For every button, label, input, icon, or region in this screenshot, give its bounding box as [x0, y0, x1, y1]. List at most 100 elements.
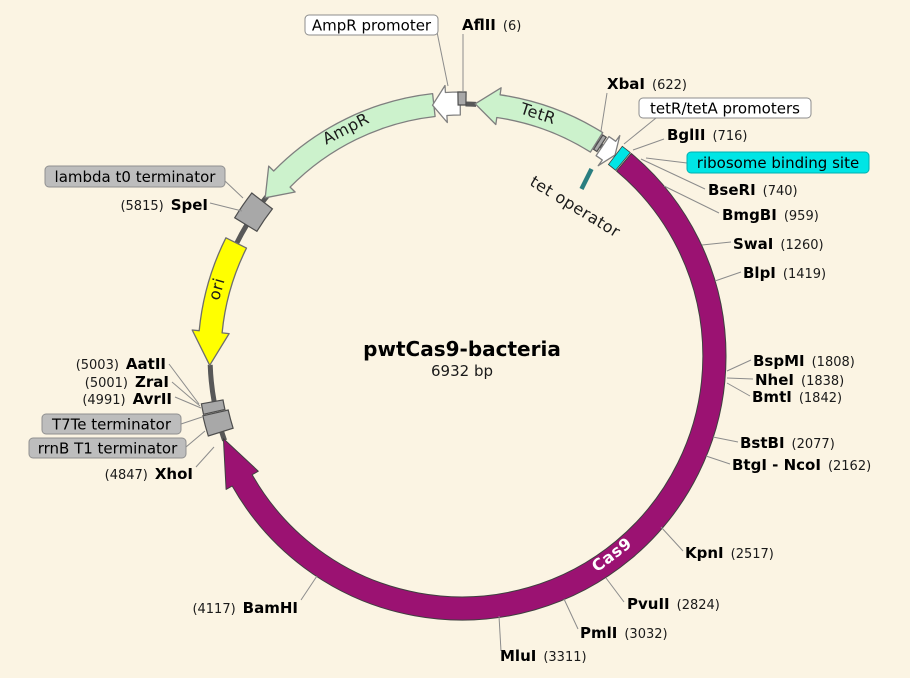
site-BstBI: BstBI(2077)	[712, 434, 835, 452]
feature-arc-tetr-teta-promoters[interactable]	[595, 134, 621, 167]
feature-label-box-rrnb-t1-terminator[interactable]: rrnB T1 terminator	[28, 430, 206, 459]
site-block-aflii[interactable]	[457, 91, 467, 106]
site-AatII: (5003)AatII	[76, 355, 200, 405]
site-label-PmlI[interactable]: PmlI(3032)	[580, 624, 668, 642]
site-callout-line	[195, 446, 215, 468]
site-BlpI: BlpI(1419)	[714, 264, 826, 282]
site-callout-line	[632, 138, 665, 151]
feature-callout-line	[185, 430, 206, 448]
site-label-NheI[interactable]: NheI(1838)	[755, 371, 844, 389]
site-callout-line	[605, 577, 625, 603]
feature-label-background	[41, 413, 182, 435]
feature-label-box-ampr-promoter[interactable]: AmpR promoter	[304, 14, 449, 87]
site-label-KpnI[interactable]: KpnI(2517)	[685, 544, 774, 562]
site-label-BtgI-NcoI[interactable]: BtgI - NcoI(2162)	[732, 456, 871, 474]
site-BmtI: BmtI(1842)	[726, 382, 842, 406]
feature-label-background	[304, 14, 439, 36]
feature-label-box-tetr-teta-promoters[interactable]: tetR/tetA promoters	[623, 97, 812, 145]
site-BamHI: (4117)BamHI	[192, 575, 318, 617]
feature-label-text: rrnB T1 terminator	[38, 440, 178, 458]
feature-block-t7te-terminator[interactable]	[200, 399, 226, 416]
site-MluI: MluI(3311)	[498, 615, 587, 665]
feature-label-text: lambda t0 terminator	[55, 168, 217, 186]
site-callout-line	[498, 615, 502, 652]
site-label-BstBI[interactable]: BstBI(2077)	[740, 434, 835, 452]
feature-tick-tet-operator[interactable]	[579, 167, 594, 191]
site-label-BamHI[interactable]: (4117)BamHI	[192, 599, 298, 617]
site-label-XbaI[interactable]: XbaI(622)	[607, 75, 687, 93]
feature-arc-tetr[interactable]	[474, 87, 604, 153]
site-label-SpeI[interactable]: (5815)SpeI	[120, 196, 208, 214]
feature-label-box-ribosome-binding-site[interactable]: ribosome binding site	[645, 151, 870, 174]
site-BtgI-NcoI: BtgI - NcoI(2162)	[705, 455, 871, 474]
site-label-ZraI[interactable]: (5001)ZraI	[85, 373, 169, 391]
site-label-AvrII[interactable]: (4991)AvrII	[82, 390, 172, 408]
site-NheI: NheI(1838)	[726, 371, 844, 389]
site-label-BmtI[interactable]: BmtI(1842)	[752, 388, 842, 406]
site-label-PvuII[interactable]: PvuII(2824)	[627, 595, 720, 613]
feature-label-box-lambda-t0-terminator[interactable]: lambda t0 terminator	[44, 165, 244, 199]
feature-block-lambda-t0-terminator[interactable]	[233, 192, 274, 233]
site-label-BlpI[interactable]: BlpI(1419)	[743, 264, 826, 282]
site-callout-line	[705, 455, 731, 465]
site-KpnI: KpnI(2517)	[660, 526, 774, 562]
site-callout-line	[726, 359, 752, 372]
site-callout-line	[300, 575, 318, 601]
feature-label-background	[686, 151, 870, 174]
site-label-BseRI[interactable]: BseRI(740)	[708, 181, 798, 199]
site-callout-line	[209, 202, 243, 212]
site-callout-line	[563, 598, 579, 630]
site-callout-line	[726, 382, 751, 397]
feature-callout-line	[436, 31, 449, 87]
feature-callout-line	[645, 157, 688, 164]
site-BseRI: BseRI(740)	[640, 158, 798, 199]
feature-callout-line	[180, 416, 203, 425]
feature-arc-cas9[interactable]	[222, 153, 727, 621]
site-label-BspMI[interactable]: BspMI(1808)	[753, 352, 855, 370]
feature-arc-ori[interactable]	[191, 237, 248, 366]
feature-label-tet-operator: tet operator	[527, 172, 624, 242]
feature-arc-ampr-promoter[interactable]	[431, 84, 461, 124]
site-label-AflII[interactable]: AflII(6)	[462, 16, 521, 34]
site-BglII: BglII(716)	[632, 126, 747, 151]
site-label-BmgBI[interactable]: BmgBI(959)	[722, 206, 819, 224]
site-callout-line	[714, 271, 742, 282]
feature-label-text: AmpR promoter	[312, 17, 432, 35]
site-BmgBI: BmgBI(959)	[663, 185, 819, 224]
plasmid-backbone-segment	[234, 223, 250, 245]
feature-arc-ampr[interactable]	[264, 92, 436, 199]
site-callout-line	[712, 436, 739, 443]
site-callout-line	[663, 185, 720, 214]
site-callout-line	[726, 377, 754, 380]
feature-label-background	[44, 165, 226, 188]
site-ZraI: (5001)ZraI	[85, 373, 201, 407]
site-callout-line	[600, 92, 608, 132]
site-block-xbai[interactable]	[592, 134, 608, 153]
feature-label-box-t7te-terminator[interactable]: T7Te terminator	[41, 413, 203, 435]
site-label-MluI[interactable]: MluI(3311)	[500, 647, 587, 665]
feature-label-text: T7Te terminator	[51, 416, 172, 434]
feature-label-text: tetR/tetA promoters	[650, 100, 800, 118]
site-XbaI: XbaI(622)	[600, 75, 687, 132]
site-XhoI: (4847)XhoI	[105, 446, 215, 483]
site-label-AatII[interactable]: (5003)AatII	[76, 355, 166, 373]
site-label-SwaI[interactable]: SwaI(1260)	[733, 235, 824, 253]
site-AflII: AflII(6)	[462, 16, 521, 92]
site-PvuII: PvuII(2824)	[605, 577, 720, 613]
site-PmlI: PmlI(3032)	[563, 598, 668, 642]
plasmid-title: pwtCas9-bacteria	[363, 337, 561, 361]
site-callout-line	[640, 158, 706, 190]
site-label-XhoI[interactable]: (4847)XhoI	[105, 465, 193, 483]
site-callout-line	[174, 396, 202, 409]
feature-block-rrnb-t1-terminator[interactable]	[202, 409, 234, 437]
feature-callout-line	[623, 117, 657, 145]
feature-arc-ribosome-binding-site[interactable]	[607, 145, 631, 171]
feature-label-background	[28, 437, 187, 459]
plasmid-length-label: 6932 bp	[431, 362, 493, 380]
site-callout-line	[171, 381, 201, 407]
site-AvrII: (4991)AvrII	[82, 390, 202, 409]
site-callout-line	[660, 526, 684, 552]
site-label-BglII[interactable]: BglII(716)	[667, 126, 747, 144]
site-SwaI: SwaI(1260)	[701, 235, 824, 253]
